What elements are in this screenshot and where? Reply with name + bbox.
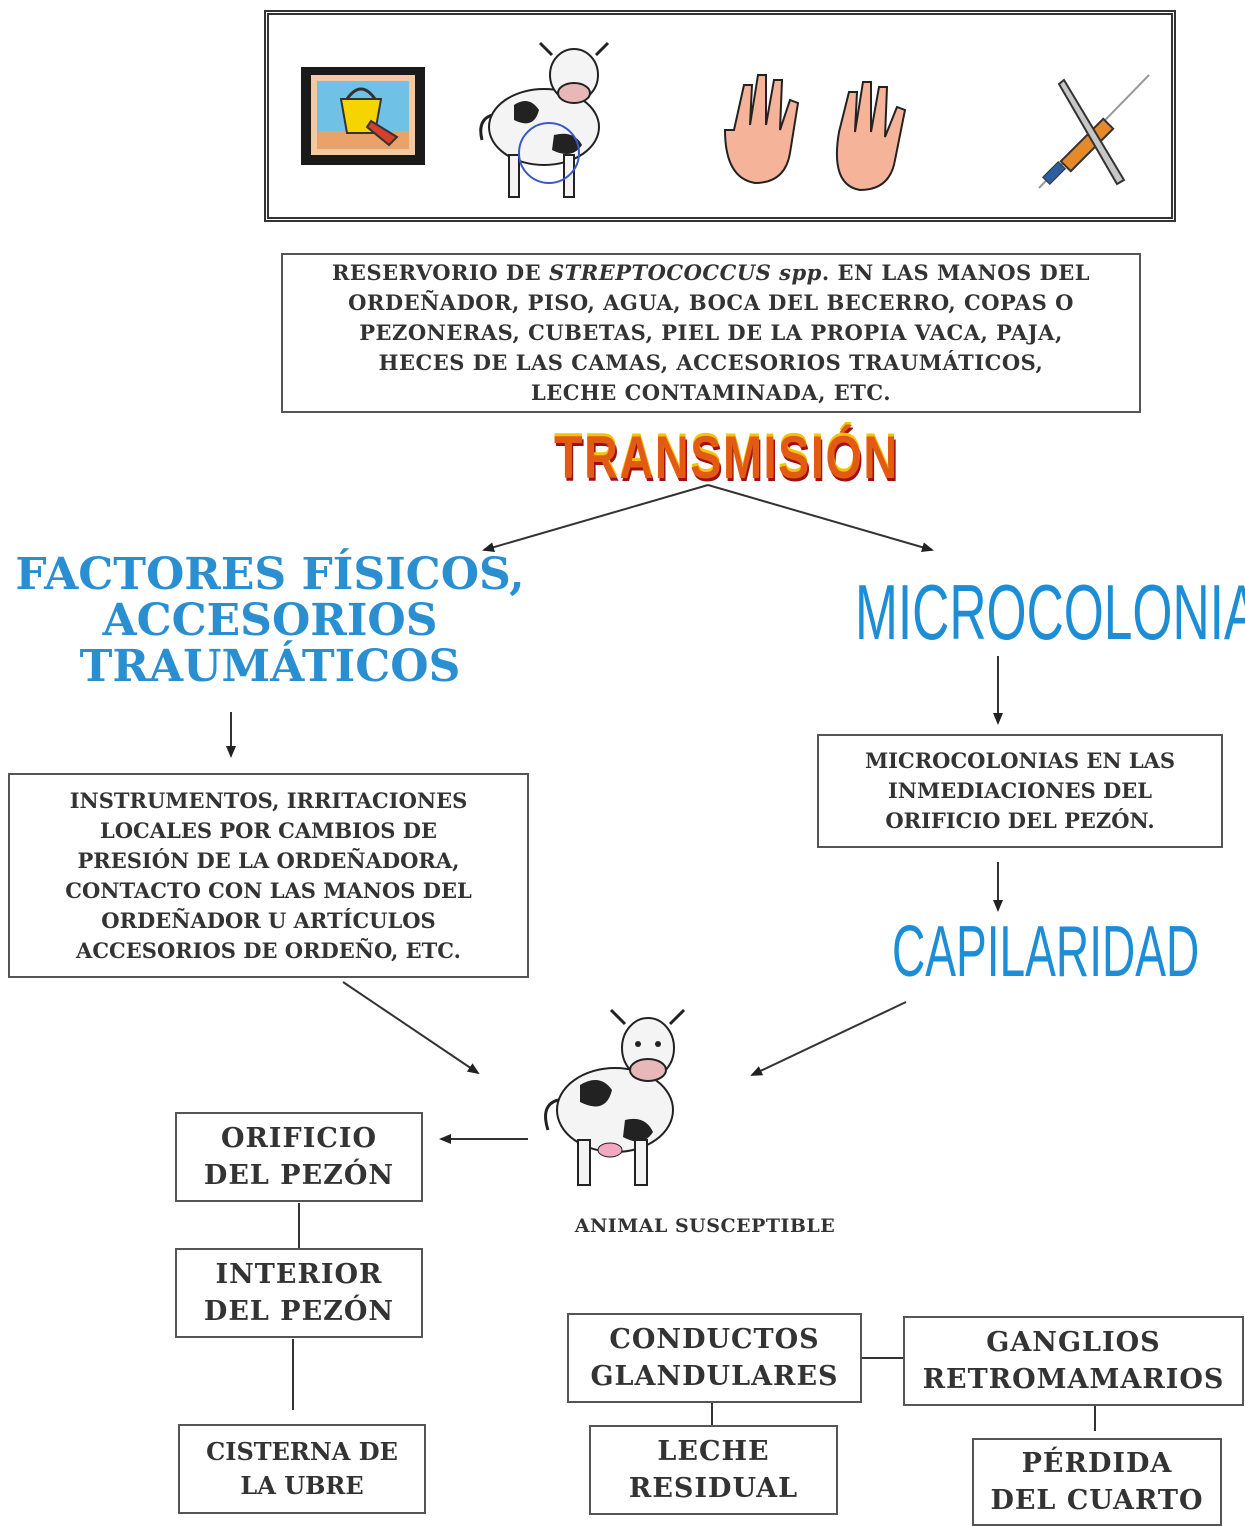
reservoir-species: STREPTOCOCCUS spp [548, 260, 822, 285]
cisterna-line2: LA UBRE [240, 1471, 364, 1500]
microcolonias-title: MICROCOLONIAS [855, 568, 1245, 656]
arrow-instrumentos-to-cow [342, 981, 480, 1075]
bucket-painting-icon [301, 67, 425, 165]
leche-line1: LECHE [657, 1436, 770, 1467]
instrumentos-line6: ACCESORIOS DE ORDEÑO, ETC. [76, 937, 461, 963]
perdida-line2: DEL CUARTO [990, 1485, 1204, 1516]
leche-box: LECHE RESIDUAL [589, 1425, 838, 1515]
cisterna-line1: CISTERNA DE [206, 1437, 398, 1466]
orificio-line1: ORIFICIO [220, 1123, 377, 1154]
microcolonias-line1: MICROCOLONIAS EN LAS [864, 748, 1176, 773]
interior-line1: INTERIOR [215, 1259, 383, 1290]
arrow-to-factores [482, 484, 709, 553]
instrumentos-line3: PRESIÓN DE LA ORDEÑADORA, [77, 847, 460, 873]
top-picture-frame [264, 10, 1176, 222]
reservoir-line4: HECES DE LAS CAMAS, ACCESORIOS TRAUMÁTIC… [378, 350, 1044, 375]
transmision-title: TRANSMISIÓN [554, 424, 899, 491]
microcolonias-box: MICROCOLONIAS EN LAS INMEDIACIONES DEL O… [817, 734, 1223, 848]
hands-icon [723, 74, 907, 192]
instrumentos-line2: LOCALES POR CAMBIOS DE [100, 817, 437, 843]
animal-susceptible-label: ANIMAL SUSCEPTIBLE [574, 1215, 836, 1237]
reservoir-box: RESERVORIO DE STREPTOCOCCUS spp. EN LAS … [281, 253, 1141, 413]
ganglios-box: GANGLIOS RETROMAMARIOS [903, 1316, 1244, 1406]
instrumentos-line4: CONTACTO CON LAS MANOS DEL [65, 877, 472, 903]
reservoir-line5: LECHE CONTAMINADA, ETC. [530, 380, 892, 405]
syringe-scalpel-icon [1038, 74, 1150, 189]
reservoir-line1a: RESERVORIO DE [331, 260, 549, 285]
cisterna-box: CISTERNA DE LA UBRE [178, 1424, 426, 1514]
instrumentos-line5: ORDEÑADOR U ARTÍCULOS [101, 907, 436, 933]
conductos-box: CONDUCTOS GLANDULARES [567, 1313, 862, 1403]
reservoir-line2: ORDEÑADOR, PISO, AGUA, BOCA DEL BECERRO,… [348, 290, 1074, 315]
reservoir-line1c: . EN LAS MANOS DEL [821, 260, 1091, 285]
conductos-line1: CONDUCTOS [609, 1324, 820, 1355]
microcolonias-line2: INMEDIACIONES DEL [887, 778, 1153, 803]
ganglios-line1: GANGLIOS [986, 1327, 1161, 1358]
orificio-box: ORIFICIO DEL PEZÓN [175, 1112, 423, 1202]
instrumentos-line1: INSTRUMENTOS, IRRITACIONES [69, 787, 468, 813]
microcolonias-line3: ORIFICIO DEL PEZÓN. [885, 808, 1155, 833]
orificio-line2: DEL PEZÓN [203, 1160, 395, 1191]
instrumentos-box: INSTRUMENTOS, IRRITACIONES LOCALES POR C… [8, 773, 529, 978]
cow-icon [479, 41, 610, 198]
conductos-line2: GLANDULARES [590, 1361, 839, 1392]
reservoir-line3: PEZONERAS, CUBETAS, PIEL DE LA PROPIA VA… [359, 320, 1063, 345]
leche-line2: RESIDUAL [628, 1473, 799, 1504]
ganglios-line2: RETROMAMARIOS [922, 1364, 1225, 1395]
perdida-line1: PÉRDIDA [1021, 1448, 1173, 1479]
susceptible-cow-icon [544, 1008, 686, 1186]
factores-line3: TRAUMÁTICOS [79, 641, 461, 692]
factores-fisicos-title: FACTORES FÍSICOS, ACCESORIOS TRAUMÁTICOS [0, 552, 540, 690]
factores-line1: FACTORES FÍSICOS, [15, 549, 525, 600]
interior-box: INTERIOR DEL PEZÓN [175, 1248, 423, 1338]
arrow-to-microcolonias [707, 484, 934, 553]
interior-line2: DEL PEZÓN [203, 1296, 395, 1327]
perdida-box: PÉRDIDA DEL CUARTO [972, 1438, 1222, 1526]
factores-line2: ACCESORIOS [102, 595, 438, 646]
arrow-capilaridad-to-cow [750, 1001, 907, 1076]
